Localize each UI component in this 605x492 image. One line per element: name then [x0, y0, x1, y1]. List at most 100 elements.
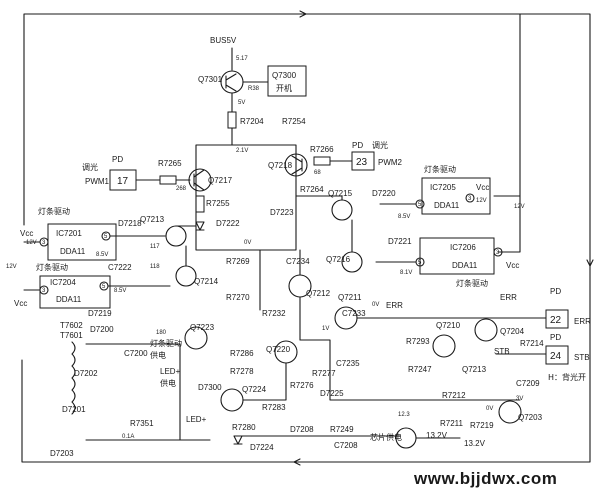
r7212-label: R7212 [442, 391, 466, 400]
q7211-label: Q7211 [338, 293, 362, 302]
d7222-symbol [195, 221, 205, 231]
ic7204-label: IC7204 [50, 278, 76, 287]
ic7201-type: DDA11 [60, 247, 86, 256]
c7208-label: C7208 [334, 441, 358, 450]
pwm2-label: PWM2 [378, 158, 403, 167]
r7219-label: R7219 [470, 421, 494, 430]
r68b-label: 268 [176, 186, 187, 192]
secondary-loop [85, 343, 211, 441]
d7300-label: D7300 [198, 383, 222, 392]
ic7205-pin5-label: 5 [418, 202, 422, 208]
q7217-symbol [188, 168, 212, 192]
pwm1-label: PWM1 [85, 177, 110, 186]
r7264-label: R7264 [300, 185, 324, 194]
q7218-label: Q7218 [268, 161, 293, 170]
c7200-label: C7200 [124, 349, 148, 358]
lamp4-label: 灯条驱动 [456, 278, 488, 288]
stb-out-label: STB [574, 353, 590, 362]
pin22-label: 22 [550, 315, 562, 326]
pin17-label: 17 [117, 176, 129, 187]
q1a-label: 0.1A [122, 434, 134, 440]
q7203-symbol [498, 400, 522, 424]
pin24-label: 24 [550, 351, 562, 362]
q7213-q7214-link [175, 225, 197, 267]
v1v-label: 1V [322, 326, 329, 332]
ic-right-vcc-wire [493, 13, 521, 253]
r7247-label: R7247 [408, 365, 432, 374]
t7601-label: T7601 [60, 331, 83, 340]
dim-right-label: 调光 [372, 140, 388, 150]
pin22-box [545, 309, 569, 329]
q7213-label: Q7213 [140, 215, 165, 224]
q7224-symbol [220, 388, 244, 412]
q7217-pins [193, 169, 205, 191]
r7204-symbol [227, 111, 237, 129]
q7223-label: Q7223 [190, 323, 215, 332]
lamp3-label: 灯条驱动 [424, 164, 456, 174]
err-out-label: ERR [574, 317, 591, 326]
ic7206-type: DDA11 [452, 261, 478, 270]
t7602-label: T7602 [60, 321, 83, 330]
v0-q7203: 0V [486, 406, 493, 412]
ic7205-type: DDA11 [434, 201, 460, 210]
lp117-label: 117 [150, 244, 160, 250]
q7214-symbol [175, 265, 197, 287]
r7286-label: R7286 [230, 349, 254, 358]
lp118-label: 118 [150, 264, 160, 270]
q7216-label: Q7216 [326, 255, 351, 264]
ic7205-label: IC7205 [430, 183, 456, 192]
d7225-label: D7225 [320, 389, 344, 398]
watermark-text: www.bjjdwx.com [413, 469, 557, 488]
c7233-label: C7233 [342, 309, 366, 318]
q7204-symbol [474, 318, 498, 342]
d7218-label: D7218 [118, 219, 142, 228]
ic7204-pin3-label: 3 [42, 288, 46, 294]
ic7205-box [421, 177, 491, 215]
switch-label: 开机 [276, 83, 292, 93]
pd-right2-label: PD [550, 333, 561, 342]
r7293-label: R7293 [406, 337, 430, 346]
d7222-label: D7222 [216, 219, 240, 228]
ic7206-label: IC7206 [450, 243, 476, 252]
r7255-label: R7255 [206, 199, 230, 208]
r7351-label: R7351 [130, 419, 154, 428]
bus-arrow-right [586, 259, 594, 267]
q7204-label: Q7204 [500, 327, 525, 336]
v12-right-edge: 12V [514, 204, 525, 210]
center-lower-wires [259, 249, 301, 341]
power-supply-label: 供电 [150, 350, 166, 360]
r7278-label: R7278 [230, 367, 254, 376]
ledplus-label: LED+ [160, 367, 181, 376]
v123-label: 12.3 [398, 412, 410, 418]
q7213-symbol [165, 225, 187, 247]
outer-bus-wire [21, 13, 591, 463]
v85-left2: 8.5V [114, 288, 126, 294]
err-label: ERR [386, 301, 403, 310]
pd-mid-label: PD [352, 141, 363, 150]
q7301-pins [225, 73, 237, 92]
pin23-label: 23 [356, 157, 368, 168]
q7210-label: Q7210 [436, 321, 461, 330]
d7201-label: D7201 [62, 405, 86, 414]
q7300-label: Q7300 [272, 71, 297, 80]
r7213-label: Q7213 [462, 365, 487, 374]
v0-a: 0V [244, 240, 251, 246]
d7224-label: D7224 [250, 443, 274, 452]
q7301-symbol [220, 70, 244, 94]
ic7204-pin5-label: 5 [102, 284, 106, 290]
ic7206-box [419, 237, 495, 275]
bus-arrow-top [299, 10, 307, 18]
vcc-right: Vcc [476, 183, 489, 192]
q7210-symbol [432, 334, 456, 358]
c7209-label: C7209 [516, 379, 540, 388]
center-rail [195, 144, 297, 251]
pd-left-label: PD [112, 155, 123, 164]
d7202-label: D7202 [74, 369, 98, 378]
d7208-label: D7208 [290, 425, 314, 434]
v12-left: 12V [26, 240, 37, 246]
r7211-label: R7211 [440, 419, 464, 428]
v3v-label: 3V [516, 396, 523, 402]
q7214-label: Q7214 [194, 277, 219, 286]
right-connector-wires [469, 317, 547, 355]
